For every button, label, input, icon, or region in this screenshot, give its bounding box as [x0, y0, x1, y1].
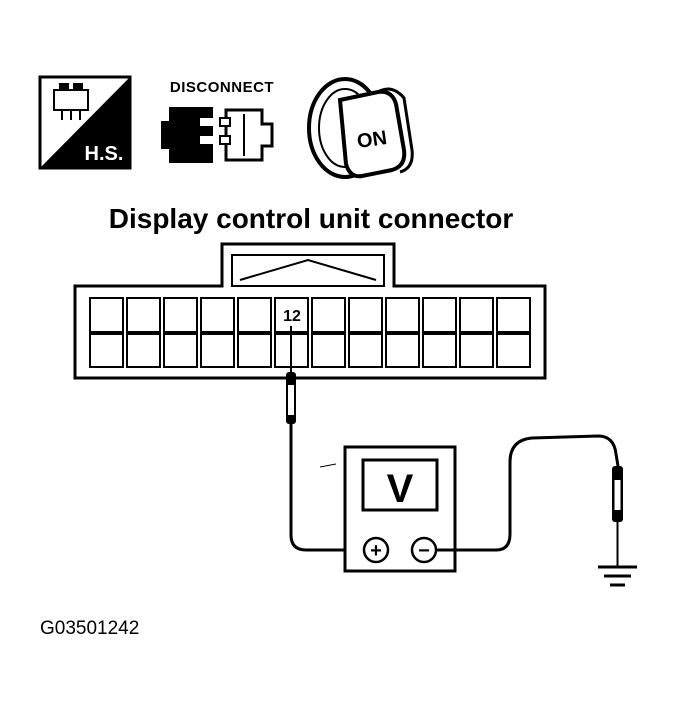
connector-title: Display control unit connector [109, 203, 514, 234]
terminal-cavity [459, 297, 494, 333]
terminal-cavity [237, 333, 272, 368]
terminal-cavity [348, 297, 383, 333]
terminal-cavity-grid [89, 297, 531, 368]
terminal-cavity [496, 333, 531, 368]
voltmeter-display-label: V [387, 467, 414, 511]
terminal-cavity [348, 333, 383, 368]
harness-service-icon: H.S. [38, 75, 132, 170]
terminal-cavity [163, 333, 198, 368]
ground-icon [598, 565, 637, 587]
terminal-cavity [459, 333, 494, 368]
terminal-cavity [385, 333, 420, 368]
voltmeter-display [361, 458, 439, 512]
positive-lead-wire [289, 436, 365, 552]
ignition-key-icon: ON [307, 77, 414, 179]
terminal-cavity [163, 297, 198, 333]
connector-pictogram-icon [53, 83, 89, 120]
positive-test-probe [286, 326, 296, 436]
figure-id: G03501242 [40, 618, 139, 639]
terminal-cavity [200, 297, 235, 333]
terminal-cavity [126, 297, 161, 333]
hs-label: H.S. [85, 143, 124, 165]
key-on-label: ON [356, 127, 389, 153]
terminal-cavity [311, 297, 346, 333]
terminal-cavity [496, 297, 531, 333]
negative-test-probe [612, 466, 623, 566]
terminal-cavity [200, 333, 235, 368]
positive-terminal-icon [362, 536, 390, 564]
terminal-cavity [422, 333, 457, 368]
terminal-cavity [89, 297, 124, 333]
negative-lead-wire [436, 434, 620, 552]
terminal-cavity [89, 333, 124, 368]
terminal-cavity [311, 333, 346, 368]
terminal-cavity [385, 297, 420, 333]
terminal-12-label: 12 [283, 308, 301, 325]
terminal-cavity [126, 333, 161, 368]
disconnect-label: DISCONNECT [170, 79, 274, 96]
terminal-cavity [422, 297, 457, 333]
positive-terminal-symbol: + [370, 540, 382, 562]
disconnect-icon: DISCONNECT [161, 79, 274, 163]
terminal-cavity [237, 297, 272, 333]
connector-body [73, 242, 547, 380]
negative-terminal-symbol: − [418, 540, 430, 562]
voltmeter: V + − [343, 445, 457, 573]
connector-lock-tab [231, 254, 385, 287]
